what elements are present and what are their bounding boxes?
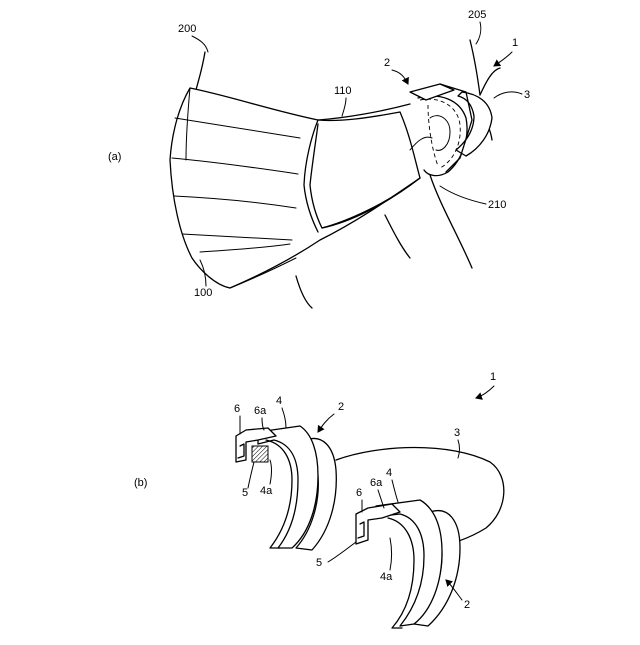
leader-4a-right [390,538,392,570]
leader-200 [192,36,208,52]
ref-3-b: 3 [454,427,460,439]
left-pad-5 [252,446,268,462]
mask-body [170,88,420,288]
ref-2-right: 2 [464,599,470,611]
device-band [456,92,492,156]
ref-4-left: 4 [276,395,282,407]
right-clip-6 [356,504,400,544]
ref-4a-right: 4a [380,571,393,583]
ref-4-right: 4 [386,467,392,479]
left-hook-assembly [236,426,336,550]
leader-4-left [282,408,286,428]
ref-5-left: 5 [242,487,248,499]
ref-6a-left: 6a [254,405,267,417]
ear-device [410,84,492,172]
ear-cover-hidden-line [420,99,460,168]
ref-1-a: 1 [512,37,518,49]
ref-6-left: 6 [234,403,240,415]
ref-5-right: 5 [316,557,322,569]
ref-2-left: 2 [338,401,344,413]
ref-1-b: 1 [490,371,496,383]
ref-210: 210 [488,199,506,211]
leader-4a-left [270,460,272,484]
ref-200: 200 [178,23,196,35]
panel-b-label: (b) [134,477,147,489]
leader-4-right [392,480,398,502]
panel-a: (a) 200 205 [108,9,530,308]
ref-3-a: 3 [524,89,530,101]
ref-110: 110 [334,85,352,97]
leader-3-b [458,440,460,458]
right-hook-assembly [356,500,460,628]
ref-4a-left: 4a [260,485,273,497]
leader-2-left [318,414,334,432]
hair-outline [480,68,500,95]
leader-3-a [494,92,522,98]
leader-210 [440,186,486,204]
panel-a-label: (a) [108,151,121,163]
ref-6-right: 6 [356,487,362,499]
leader-2-a [392,70,408,84]
panel-b: (b) 1 2 3 4 6 6a [134,371,504,628]
leader-5-left [248,462,254,488]
ref-2-a: 2 [384,57,390,69]
ref-100: 100 [194,287,212,299]
ref-6a-right: 6a [370,477,383,489]
leader-110 [342,98,346,116]
leader-1-a [494,52,512,66]
leader-205 [476,22,481,44]
ref-205: 205 [468,9,486,21]
leader-1-b [476,386,494,398]
leader-5-right [328,542,356,562]
